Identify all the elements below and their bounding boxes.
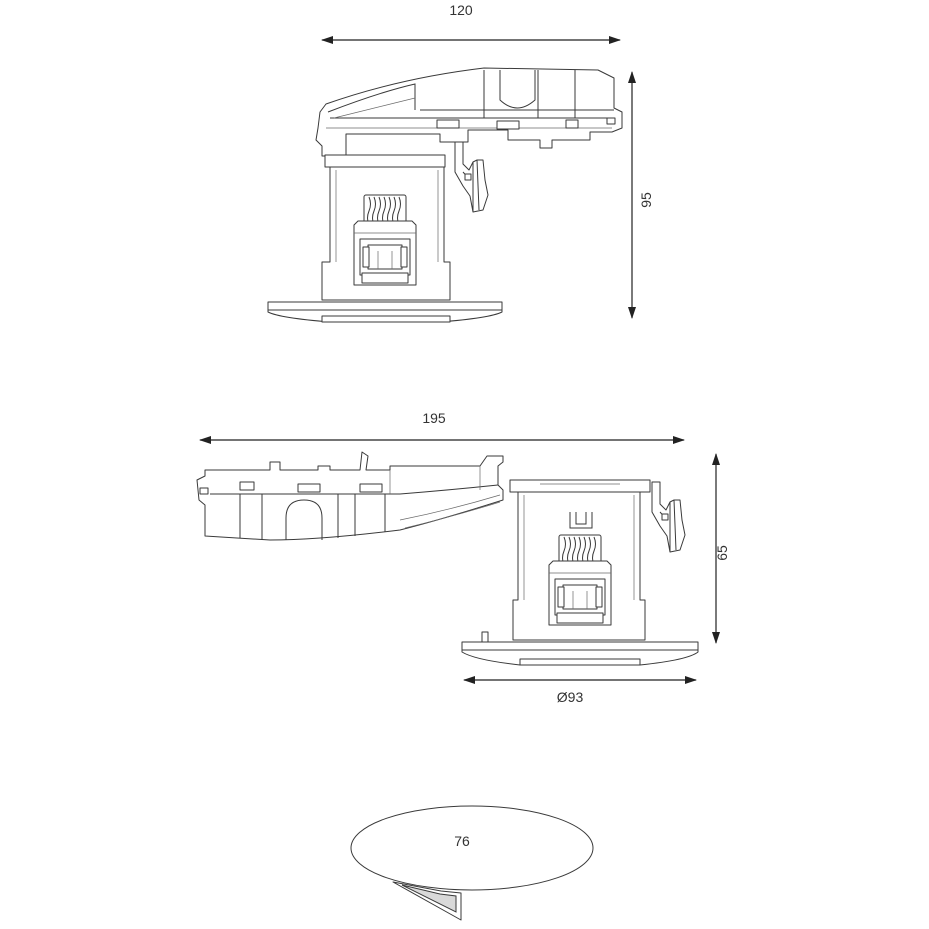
side-top-plate — [509, 479, 651, 493]
top-driver-housing — [315, 67, 623, 157]
dim-label-top-width: 120 — [449, 2, 473, 18]
side-fixture-drawing — [196, 451, 699, 666]
side-spring-clip — [651, 481, 686, 553]
dim-label-flange-diameter: Ø93 — [557, 689, 584, 705]
dim-label-cutout: 76 — [454, 833, 470, 849]
side-housing-arch — [285, 499, 323, 540]
cutout-drawing: 76 — [350, 805, 594, 921]
cutout-ellipse — [350, 805, 594, 891]
top-spring-clip — [454, 141, 489, 213]
dim-label-side-length: 195 — [422, 410, 446, 426]
cutout-cut-flap — [392, 881, 462, 921]
top-collar — [324, 154, 446, 168]
side-driver-housing — [196, 451, 504, 541]
dim-label-top-height: 95 — [638, 192, 654, 208]
dim-label-side-height: 65 — [714, 545, 730, 561]
top-fixture-drawing — [267, 67, 623, 323]
top-housing-arch — [499, 70, 536, 109]
side-body-slot — [569, 512, 593, 529]
